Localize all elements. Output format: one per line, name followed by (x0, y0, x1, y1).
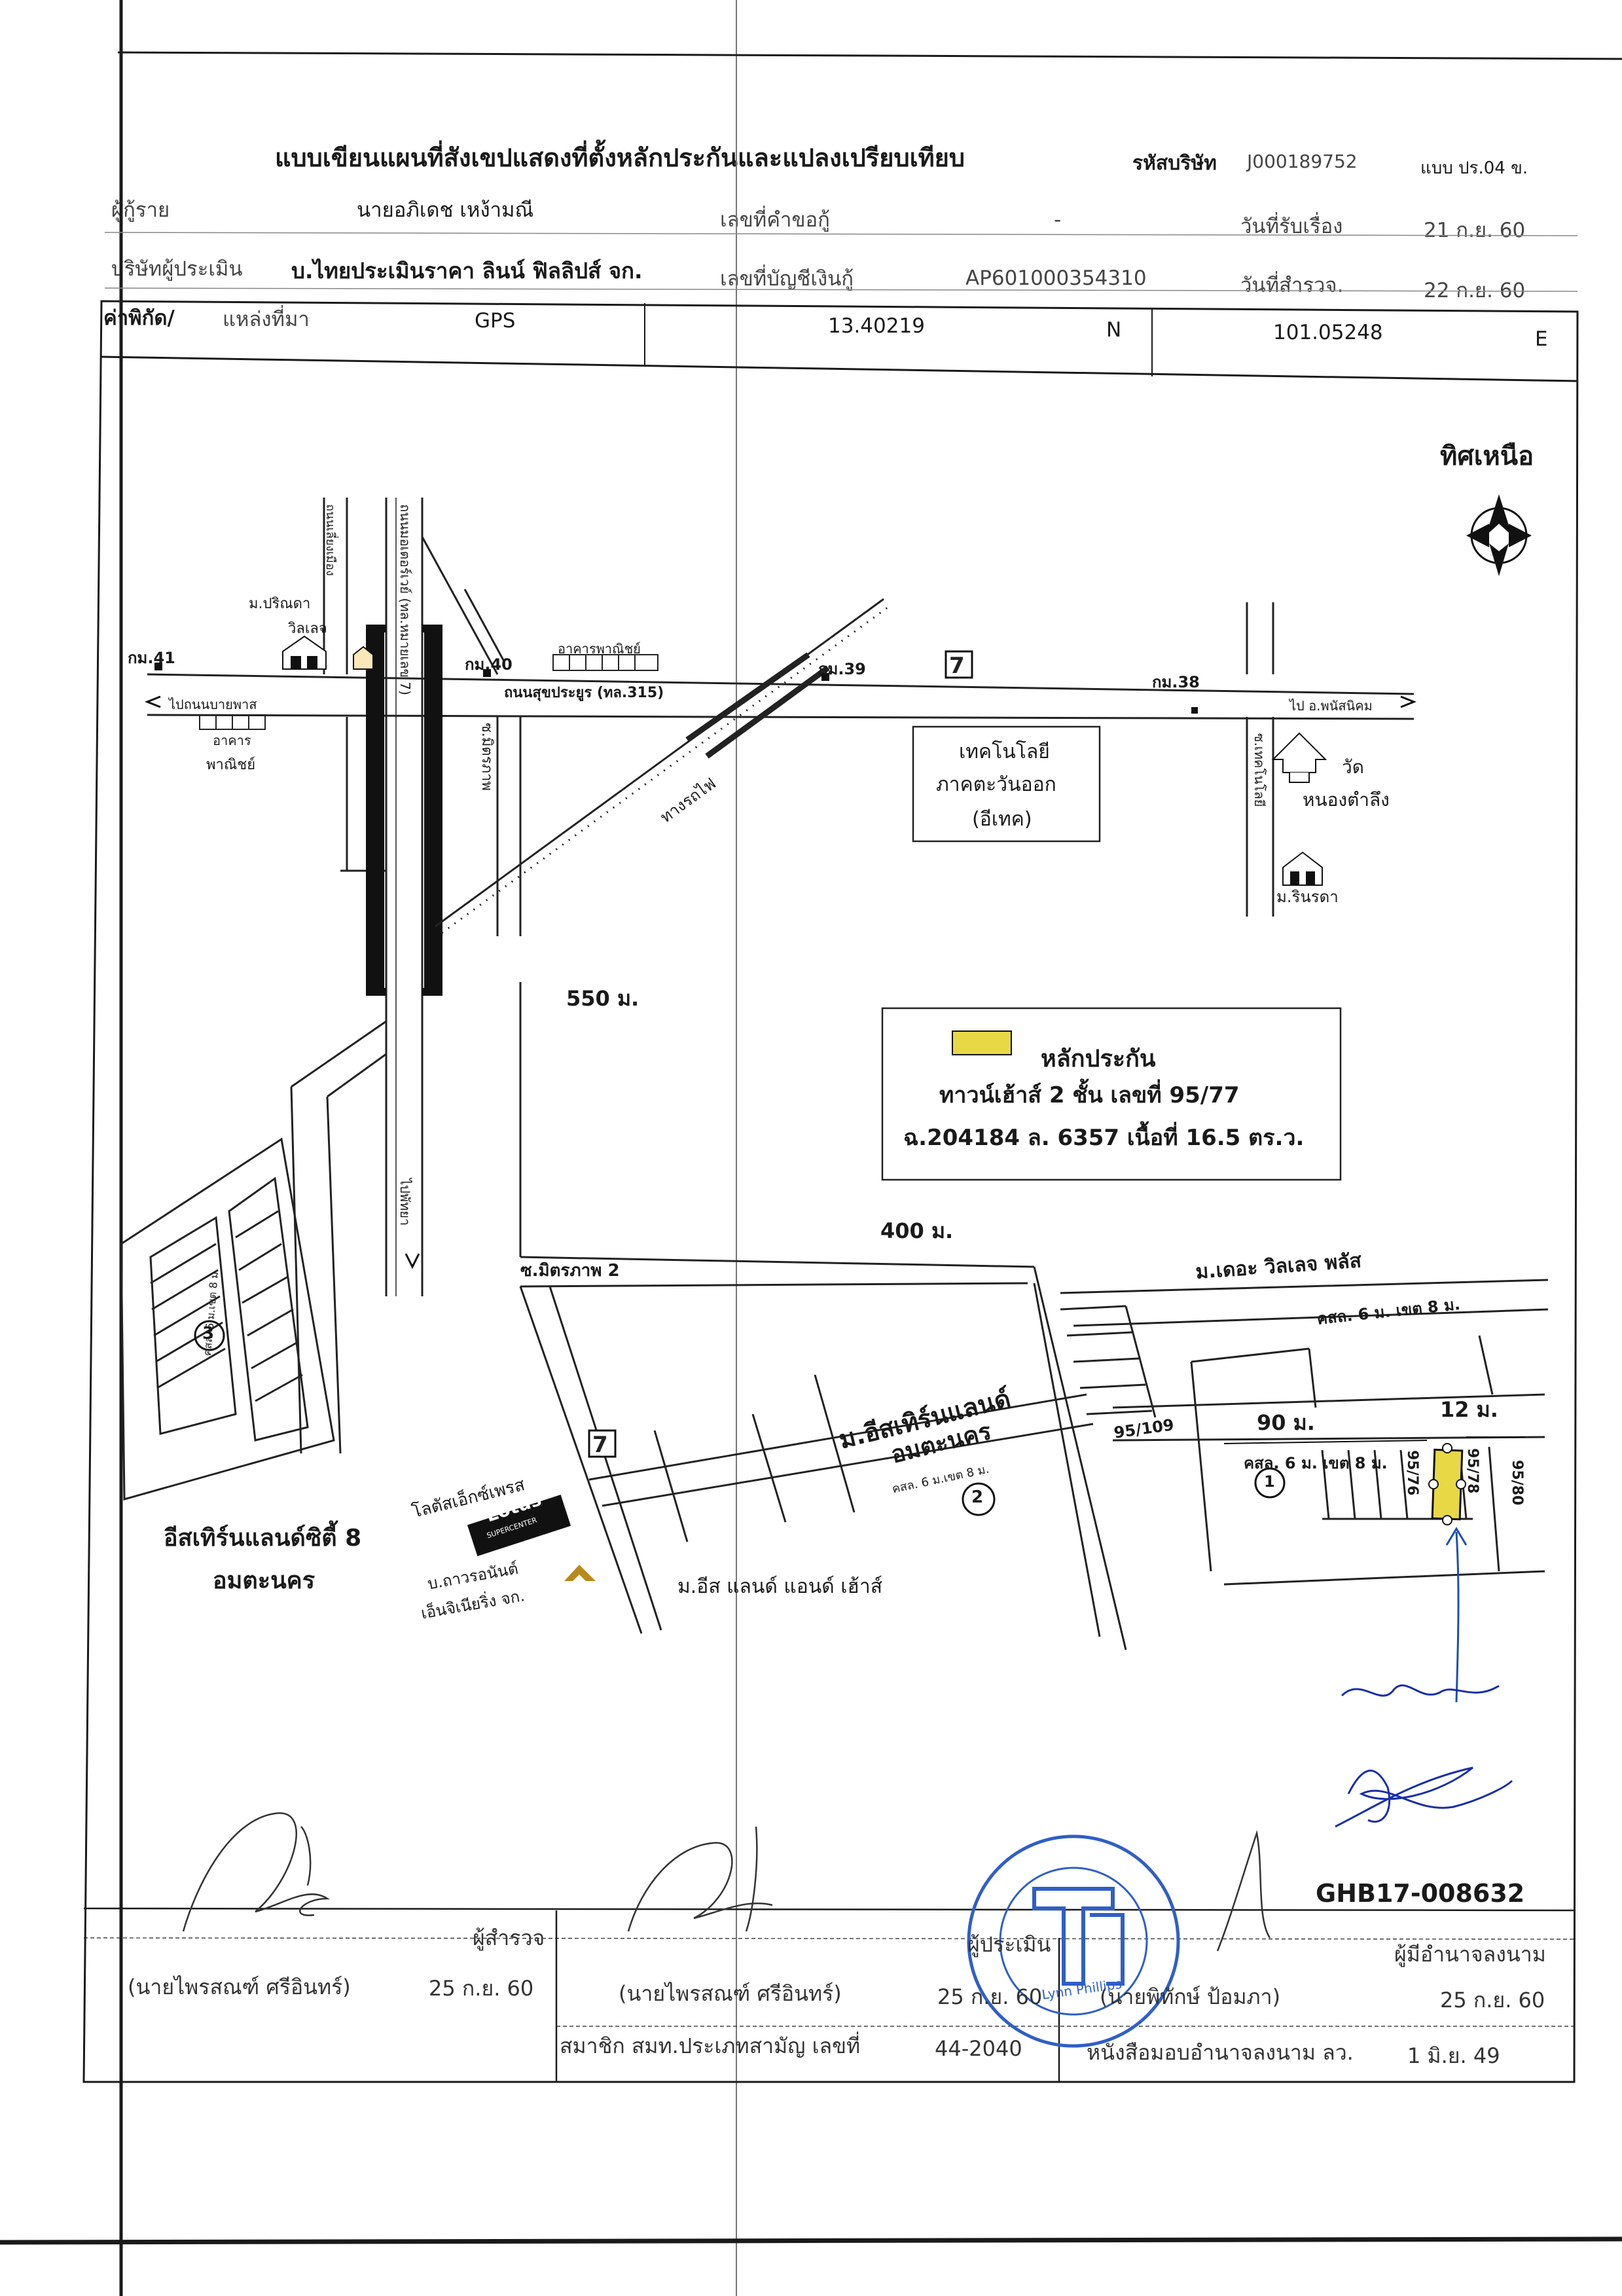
distance-400: 400 ม. (880, 1218, 954, 1243)
coordinates-label: ค่าพิกัด/ (103, 306, 175, 330)
latitude-direction: N (1106, 318, 1122, 342)
temple-line1: วัด (1342, 756, 1364, 778)
east-land-house-label: ม.อีส แลนด์ แอนด์ เฮ้าส์ (677, 1575, 883, 1598)
company-logo-icon (564, 1565, 596, 1581)
received-label: วันที่รับเรื่อง (1240, 215, 1343, 238)
appraiser-company-label: บริษัทผู้ประเมิน (111, 257, 243, 281)
svg-text:7: 7 (949, 653, 965, 679)
to-pattaya-label: ไปพัทยา (397, 1178, 413, 1226)
page-title: แบบเขียนแผนที่สังเขปแสดงที่ตั้งหลักประกั… (275, 143, 965, 172)
plot-95-80: 95/80 (1509, 1460, 1525, 1506)
distance-550: 550 ม. (566, 986, 640, 1011)
circle-marker-1: 1 (1264, 1472, 1275, 1491)
member-label: สมาชิก สมท.ประเภทสามัญ เลขที่ (560, 2033, 861, 2058)
legend-item-label: หลักประกัน (1041, 1046, 1156, 1072)
authority-date: 1 มิ.ย. 49 (1407, 2043, 1500, 2068)
eastern-city-line1: อีสเทิร์นแลนด์ซิตี้ 8 (164, 1525, 362, 1552)
appraiser-label: ผู้ประเมิน (967, 1932, 1051, 1957)
surveyor-date: 25 ก.ย. 60 (429, 1976, 534, 2001)
etech-line1: เทคโนโลยี (959, 740, 1050, 763)
soi-technology-label: ซ.เทคโนโลยี (1252, 733, 1267, 807)
circle-marker-3: 3 (202, 1324, 215, 1343)
soi-mitraphap-label: ซ.มิตรภาพ (478, 723, 495, 791)
village-parinda-line2: วิลเลจ (288, 621, 327, 637)
north-arrow-icon (1466, 494, 1532, 576)
coordinates-source-label: แหล่งที่มา (223, 308, 310, 331)
km40-label: กม.40 (465, 655, 513, 674)
km41-label: กม.41 (128, 649, 175, 667)
request-no-label: เลขที่คำขอกู้ (720, 208, 830, 232)
appraiser-date: 25 ก.ย. 60 (937, 1984, 1043, 2009)
applicant-name: นายอภิเดช เหง้ามณี (357, 198, 534, 222)
survey-label: วันที่สำรวจ. (1240, 274, 1344, 297)
commercial-building-top: อาคารพาณิชย์ (558, 641, 641, 657)
account-label: เลขที่บัญชีเงินกู้ (720, 267, 854, 291)
form-code: แบบ ปร.04 ข. (1420, 158, 1528, 178)
account-no: AP601000354310 (965, 266, 1147, 290)
village-parinda-line1: ม.ปริณดา (249, 596, 311, 612)
signer-date: 25 ก.ย. 60 (1440, 1988, 1545, 2013)
km38-label: กม.38 (1152, 673, 1200, 691)
longitude-direction: E (1535, 327, 1548, 351)
surveyor-name: (นายไพรสณฑ์ ศรีอินทร์) (128, 1975, 351, 1999)
north-letter: N (1495, 527, 1504, 541)
eastern-city-line2: อมตะนคร (213, 1567, 315, 1594)
document-code: GHB17-008632 (1316, 1879, 1525, 1908)
legend-line3: ฉ.204184 ล. 6357 เนื้อที่ 16.5 ตร.ว. (903, 1125, 1305, 1151)
lotus-logo-icon (467, 1495, 571, 1556)
etech-line3: (อีเทค) (972, 808, 1032, 831)
distance-90: 90 ม. (1257, 1410, 1315, 1435)
soi-mitraphap2-label: ซ.มิตรภาพ 2 (520, 1261, 620, 1281)
commercial-building-left-1: อาคาร (213, 733, 251, 748)
bypass-road-label: ถนนเลี่ยงเมือง (323, 504, 337, 576)
member-no: 44-2040 (935, 2036, 1022, 2061)
commercial-building-left-2: พาณิชย์ (206, 757, 256, 773)
company-code: J000189752 (1247, 151, 1358, 172)
appraiser-company: บ.ไทยประเมินราคา ลินน์ ฟิลลิปส์ จก. (291, 258, 643, 283)
to-bypass-label: ไปถนนบายพาส (169, 697, 257, 712)
to-phanat-label: ไป อ.พนัสนิคม (1289, 698, 1373, 714)
etech-line2: ภาคตะวันออก (936, 773, 1056, 796)
kasal-road-bottom: คสล. 6 ม. เขต 8 ม. (1244, 1454, 1388, 1472)
plot-95-76: 95/76 (1404, 1450, 1420, 1496)
coordinates-source: GPS (475, 309, 516, 333)
appraiser-name: (นายไพรสณฑ์ ศรีอินทร์) (619, 1981, 842, 2006)
company-code-label: รหัสบริษัท (1132, 152, 1217, 175)
longitude-value: 101.05248 (1273, 321, 1383, 344)
signature-marks (1335, 1684, 1513, 1828)
svg-text:7: 7 (592, 1432, 608, 1458)
authority-label: หนังสือมอบอำนาจลงนาม ลว. (1087, 2040, 1354, 2065)
received-date: 21 ก.ย. 60 (1424, 219, 1526, 242)
temple-line2: หนองตำลึง (1303, 789, 1390, 811)
km39-label: กม.39 (818, 660, 866, 678)
circle-marker-2: 2 (971, 1487, 984, 1507)
surveyor-label: ผู้สำรวจ (473, 1925, 545, 1950)
request-no: - (1054, 208, 1062, 232)
legend-line2: ทาวน์เฮ้าส์ 2 ชั้น เลขที่ 95/77 (939, 1082, 1240, 1108)
road-sukprayoon-label: ถนนสุขประยูร (ทล.315) (504, 685, 664, 701)
plot-95-78: 95/78 (1464, 1448, 1481, 1494)
legend-swatch (952, 1030, 1012, 1055)
company-stamp-seal (967, 1834, 1180, 2048)
north-label: ทิศเหนือ (1440, 441, 1534, 471)
distance-12: 12 ม. (1440, 1397, 1498, 1422)
latitude-value: 13.40219 (828, 314, 925, 338)
signer-label: ผู้มีอำนาจลงนาม (1394, 1942, 1546, 1967)
village-rinrada-label: ม.รินรดา (1276, 888, 1339, 906)
motorway-label: ถนนมอเตอร์เวย์ (ทล.หมายเลข 7) (397, 504, 413, 695)
signer-name: (นายพิทักษ์ ป้อมภา) (1100, 1984, 1281, 2009)
